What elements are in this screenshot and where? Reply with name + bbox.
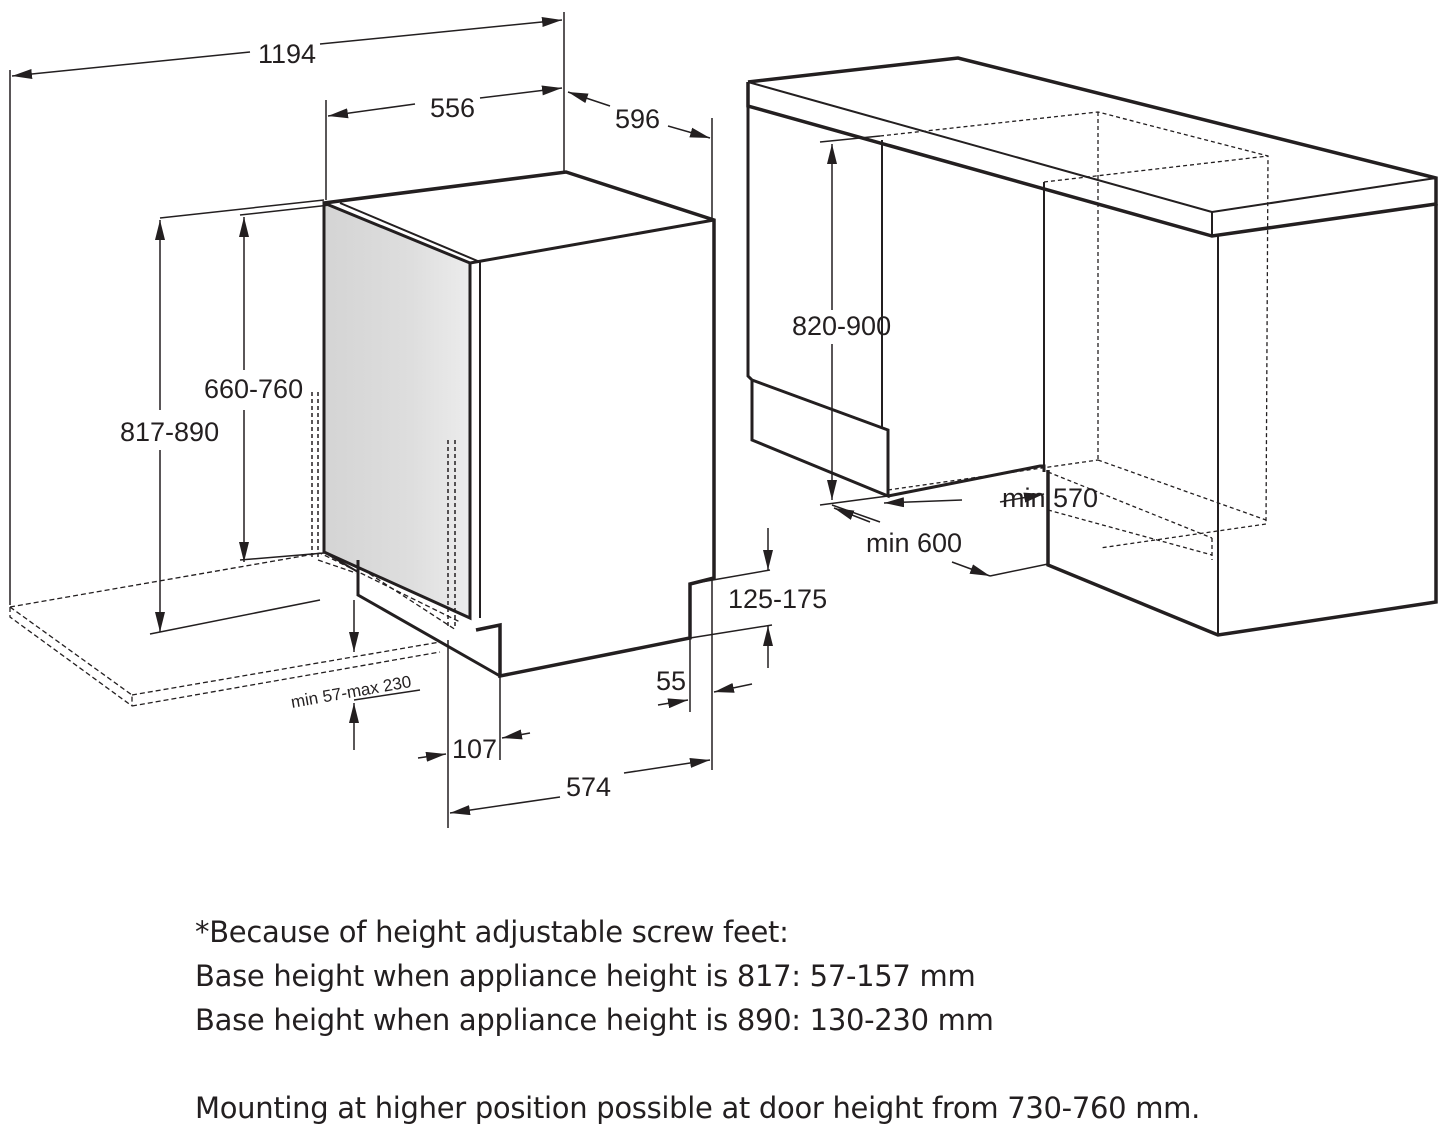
dimension-arrows <box>11 16 773 816</box>
note-base-height-817: Base height when appliance height is 817… <box>195 959 976 993</box>
dim-niche-width: min 600 <box>866 528 962 558</box>
extension-lines <box>9 12 773 828</box>
dim-foot-depth: 55 <box>656 666 686 696</box>
note-base-height-890: Base height when appliance height is 890… <box>195 1003 994 1037</box>
dim-base-depth: 574 <box>566 772 611 802</box>
dishwasher-drawing <box>9 12 773 828</box>
dim-door-height: 660-760 <box>204 374 303 404</box>
niche-dimension-lines <box>819 135 1049 577</box>
notes-spacer <box>195 1042 1395 1086</box>
niche-outline <box>879 111 1269 560</box>
dim-kickboard-range: min 57-max 230 <box>289 672 412 712</box>
door-panel <box>322 200 472 621</box>
dim-door-offset: 107 <box>452 734 497 764</box>
installation-diagram: 1194 556 596 817-890 660-760 min 57-max … <box>9 12 1438 828</box>
note-higher-mounting: Mounting at higher position possible at … <box>195 1091 1201 1125</box>
note-screw-feet: *Because of height adjustable screw feet… <box>195 915 789 949</box>
dim-foot-height: 125-175 <box>728 584 827 614</box>
dim-niche-depth: min 570 <box>1002 483 1098 513</box>
dim-total-width: 1194 <box>258 39 316 69</box>
dim-niche-height: 820-900 <box>792 311 891 341</box>
niche-drawing <box>746 56 1438 637</box>
dim-appliance-depth: 596 <box>615 104 660 134</box>
dim-appliance-width: 556 <box>430 93 475 123</box>
countertop <box>746 56 1438 238</box>
dim-appliance-height: 817-890 <box>120 417 219 447</box>
installation-notes: *Because of height adjustable screw feet… <box>195 910 1395 1130</box>
